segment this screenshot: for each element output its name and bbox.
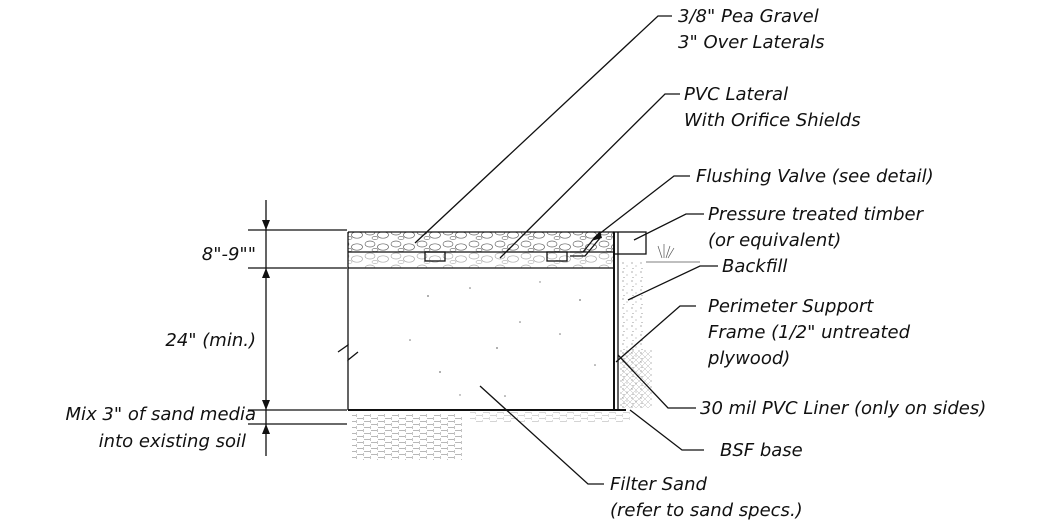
label-timber-line1: Pressure treated timber xyxy=(708,204,925,225)
label-filter-sand-line2: (refer to sand specs.) xyxy=(610,500,803,521)
label-bsf-base: BSF base xyxy=(720,440,803,461)
label-perimeter-frame-line3: plywood) xyxy=(707,348,790,369)
leader-flushing-valve xyxy=(593,175,690,239)
orifice-shield-right xyxy=(546,251,568,262)
label-filter-sand-line1: Filter Sand xyxy=(610,474,707,495)
flushing-valve xyxy=(570,235,597,253)
label-pvc-lateral-line2: With Orifice Shields xyxy=(684,110,861,131)
dimension-sand-depth: 24" (min.) xyxy=(165,330,256,351)
label-pea-gravel-line1: 3/8" Pea Gravel xyxy=(678,6,819,27)
label-backfill: Backfill xyxy=(722,256,787,277)
leader-backfill xyxy=(627,265,718,301)
break-symbol xyxy=(337,343,359,362)
grass-tuft xyxy=(657,244,675,259)
label-perimeter-frame-line2: Frame (1/2" untreated xyxy=(708,322,911,343)
orifice-shield-left xyxy=(424,251,446,262)
leader-filter-sand xyxy=(479,385,604,485)
leader-liner xyxy=(617,354,696,409)
label-timber-line2: (or equivalent) xyxy=(708,230,841,251)
leader-pvc-lateral xyxy=(499,93,680,259)
bsf-structure xyxy=(337,231,700,460)
leader-bsf-base xyxy=(629,409,704,451)
leader-timber xyxy=(633,213,704,241)
label-flushing-valve: Flushing Valve (see detail) xyxy=(696,166,934,187)
label-perimeter-frame-line1: Perimeter Support xyxy=(708,296,874,317)
existing-soil-right xyxy=(470,412,630,422)
backfill-base-area xyxy=(620,350,652,408)
pea-gravel-layer xyxy=(348,232,614,252)
filter-sand-stipple xyxy=(409,281,596,397)
label-pvc-lateral-line1: PVC Lateral xyxy=(684,84,788,105)
mix-note-line2: into existing soil xyxy=(99,431,246,452)
gravel-bottom-band xyxy=(348,252,614,268)
leader-perimeter-frame xyxy=(615,305,696,363)
existing-soil xyxy=(352,414,462,460)
label-pea-gravel-line2: 3" Over Laterals xyxy=(678,32,824,53)
dimension-gravel-depth: 8"-9"" xyxy=(202,244,256,265)
leader-pea-gravel xyxy=(414,15,672,244)
label-liner: 30 mil PVC Liner (only on sides) xyxy=(700,398,986,419)
dimension-lines xyxy=(248,200,347,456)
leader-lines xyxy=(414,15,718,485)
mix-note-line1: Mix 3" of sand media xyxy=(66,404,256,425)
pressure-treated-timber xyxy=(613,231,647,255)
